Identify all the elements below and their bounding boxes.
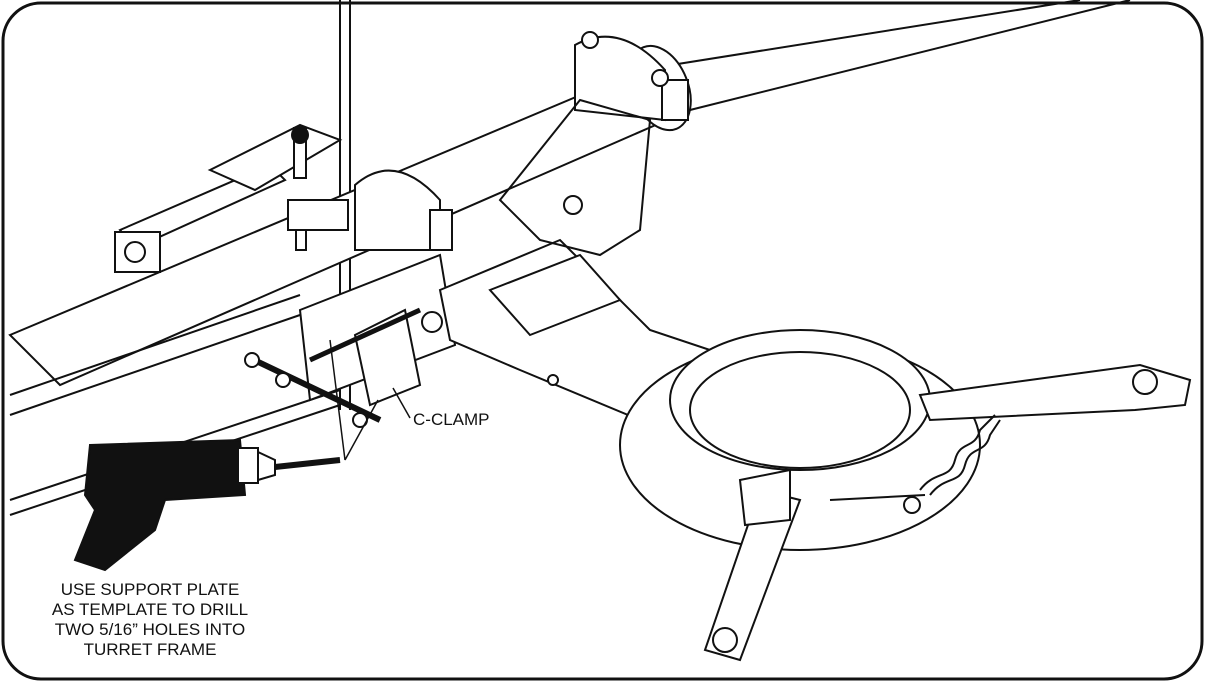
drill-instruction-text: USE SUPPORT PLATE AS TEMPLATE TO DRILL T… xyxy=(10,580,290,660)
instruction-line: AS TEMPLATE TO DRILL xyxy=(51,600,249,619)
tube-saddle-clamps xyxy=(354,31,689,251)
tension-spring xyxy=(829,414,1001,514)
support-plate-assembly xyxy=(244,253,457,428)
slide-carriage xyxy=(114,123,343,273)
drill-tool xyxy=(73,438,341,572)
hole-leader-lines xyxy=(329,339,379,461)
turret-arms xyxy=(703,363,1192,662)
toggle-clamp xyxy=(287,126,349,251)
instruction-line: TWO 5/16” HOLES INTO xyxy=(54,620,246,639)
c-clamp-leader xyxy=(392,387,411,419)
instruction-line: TURRET FRAME xyxy=(83,640,217,659)
c-clamp-label: C-CLAMP xyxy=(413,410,490,429)
instruction-line: USE SUPPORT PLATE xyxy=(60,580,240,599)
